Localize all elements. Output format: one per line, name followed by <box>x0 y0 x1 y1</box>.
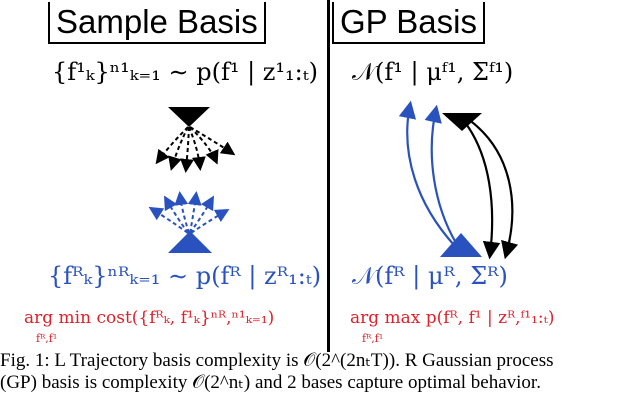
sample-basis-objective: arg min cost({fᴿₖ, f¹ₖ}ⁿᴿ,ⁿ¹ₖ₌₁) <box>24 308 275 328</box>
robot-triangle-gp <box>440 233 482 257</box>
sample-basis-title: Sample Basis <box>48 2 266 44</box>
agent-gp-equation: 𝒩(f¹ | μᶠ¹, Σᶠ¹) <box>352 58 514 86</box>
panel-divider <box>327 0 330 352</box>
sample-basis-objective-subscript: fᴿ,f¹ <box>36 332 58 345</box>
caption-line-1: Fig. 1: L Trajectory basis complexity is… <box>0 350 554 371</box>
robot-triangle <box>168 231 212 253</box>
agent-sample-equation: {f¹ₖ}ⁿ¹ₖ₌₁ ∼ p(f¹ | z¹₁:ₜ) <box>52 58 319 86</box>
sample-basis-panel: Sample Basis {f¹ₖ}ⁿ¹ₖ₌₁ ∼ p(f¹ | z¹₁:ₜ) <box>0 0 328 352</box>
robot-gp-equation: 𝒩(fᴿ | μᴿ, Σᴿ) <box>352 262 508 290</box>
figure-caption: Fig. 1: L Trajectory basis complexity is… <box>0 350 640 394</box>
gp-basis-objective: arg max p(fᴿ, f¹ | zᴿ,ᶠ¹₁:ₜ) <box>350 308 555 328</box>
gp-basis-panel: GP Basis 𝒩(f¹ | μᶠ¹, Σᶠ¹) 𝒩(fᴿ | μᴿ, Σᴿ)… <box>330 0 640 352</box>
agent-triangle-gp <box>442 113 482 131</box>
caption-line-2: (GP) basis is complexity 𝒪(2^nₜ) and 2 b… <box>0 372 541 393</box>
gp-basis-title: GP Basis <box>332 2 485 44</box>
sample-basis-trajectory-diagram <box>148 107 236 253</box>
gp-basis-trajectory-diagram <box>398 100 519 260</box>
gp-basis-objective-subscript: fᴿ,f¹ <box>362 332 384 345</box>
robot-sample-equation: {fᴿₖ}ⁿᴿₖ₌₁ ∼ p(fᴿ | zᴿ₁:ₜ) <box>48 262 322 290</box>
agent-triangle <box>168 107 210 127</box>
